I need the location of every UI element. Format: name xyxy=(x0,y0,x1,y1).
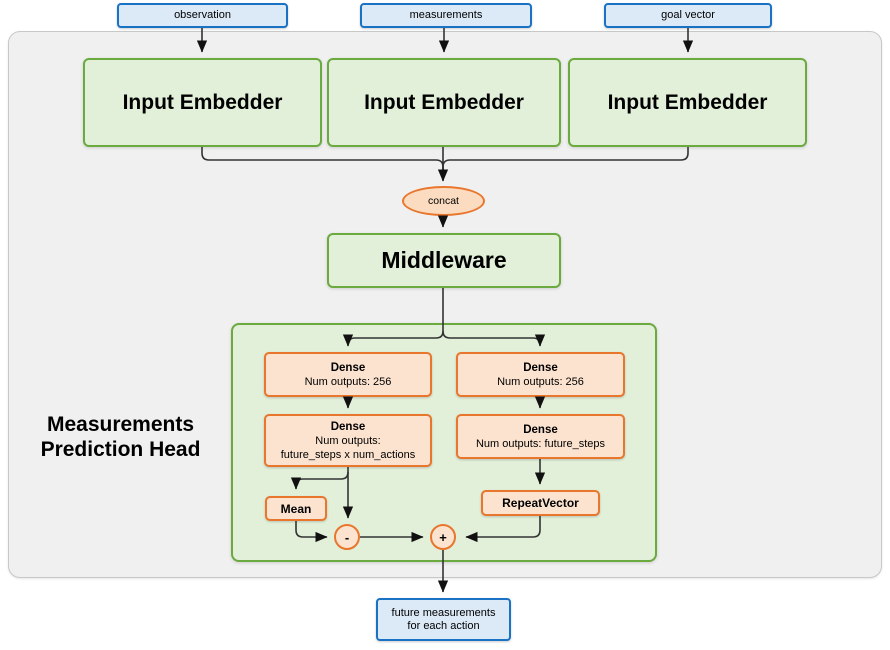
subtract-operator-label: - xyxy=(344,529,350,545)
input-embedder-label-1: Input Embedder xyxy=(122,90,283,114)
add-operator-label: + xyxy=(439,529,447,545)
add-operator[interactable]: + xyxy=(430,524,456,550)
input-label-measurements: measurements xyxy=(409,9,483,21)
prediction-head-title-line1: Measurements xyxy=(46,413,195,436)
output-label-line2: for each action xyxy=(407,619,480,632)
block-input-embedder-observation[interactable]: Input Embedder xyxy=(83,58,322,147)
subtract-operator[interactable]: - xyxy=(334,524,360,550)
dense-right-1-title: Dense xyxy=(523,361,558,374)
dense-left-2-sub1: Num outputs: xyxy=(315,434,381,447)
block-middleware[interactable]: Middleware xyxy=(327,233,561,288)
input-embedder-label-2: Input Embedder xyxy=(364,90,524,114)
input-label-observation: observation xyxy=(174,9,231,21)
middleware-label: Middleware xyxy=(381,247,507,273)
dense-left-1-sub: Num outputs: 256 xyxy=(304,375,392,388)
dense-right-2[interactable]: Dense Num outputs: future_steps xyxy=(456,414,625,459)
input-box-goal-vector[interactable]: goal vector xyxy=(604,3,772,28)
block-input-embedder-measurements[interactable]: Input Embedder xyxy=(327,58,561,147)
input-box-measurements[interactable]: measurements xyxy=(360,3,532,28)
dense-left-1-title: Dense xyxy=(330,361,366,374)
concat-node[interactable]: concat xyxy=(402,186,485,216)
dense-right-2-title: Dense xyxy=(523,423,558,436)
input-label-goal-vector: goal vector xyxy=(661,9,715,21)
dense-left-2-sub2: future_steps x num_actions xyxy=(280,448,416,461)
mean-label: Mean xyxy=(280,501,312,516)
output-box-future-measurements[interactable]: future measurements for each action xyxy=(376,598,511,641)
dense-right-1[interactable]: Dense Num outputs: 256 xyxy=(456,352,625,397)
dense-left-2-title: Dense xyxy=(330,420,366,433)
prediction-head-title: Measurements Prediction Head xyxy=(18,412,223,462)
input-embedder-label-3: Input Embedder xyxy=(607,90,768,114)
dense-left-1[interactable]: Dense Num outputs: 256 xyxy=(264,352,432,397)
dense-right-1-sub: Num outputs: 256 xyxy=(497,375,584,388)
output-label-line1: future measurements xyxy=(391,606,496,619)
block-input-embedder-goal-vector[interactable]: Input Embedder xyxy=(568,58,807,147)
repeat-vector-label: RepeatVector xyxy=(502,496,579,510)
dense-right-2-sub: Num outputs: future_steps xyxy=(475,437,605,450)
concat-label: concat xyxy=(428,195,459,207)
dense-left-2[interactable]: Dense Num outputs: future_steps x num_ac… xyxy=(264,414,432,467)
input-box-observation[interactable]: observation xyxy=(117,3,288,28)
mean-node[interactable]: Mean xyxy=(265,496,327,521)
prediction-head-title-line2: Prediction Head xyxy=(40,438,201,461)
repeat-vector-node[interactable]: RepeatVector xyxy=(481,490,600,516)
